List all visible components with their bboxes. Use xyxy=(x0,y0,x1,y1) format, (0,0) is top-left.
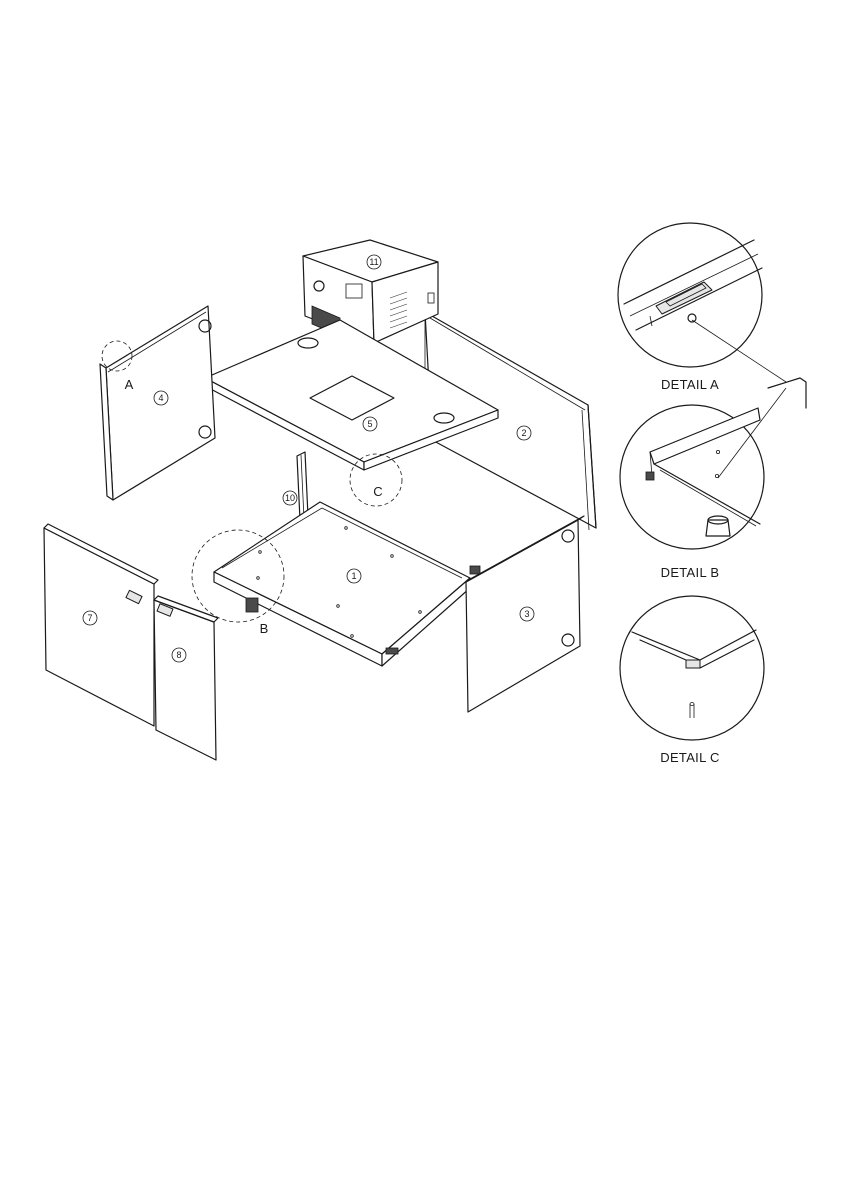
detail-c-label: DETAIL C xyxy=(660,750,719,765)
part-bubble-11: 11 xyxy=(367,255,381,269)
callout-b: B xyxy=(260,621,269,636)
part-number-7: 7 xyxy=(87,613,92,623)
part-number-1: 1 xyxy=(351,571,356,581)
part-bubble-2: 2 xyxy=(517,426,531,440)
part-number-11: 11 xyxy=(369,257,378,267)
part-number-5: 5 xyxy=(367,419,372,429)
part-bubble-7: 7 xyxy=(83,611,97,625)
detail-a-label: DETAIL A xyxy=(661,377,719,392)
door-large xyxy=(44,524,158,726)
base-frame xyxy=(214,502,480,666)
part-bubble-5: 5 xyxy=(363,417,377,431)
part-bubble-1: 1 xyxy=(347,569,361,583)
part-bubble-10: 10 xyxy=(283,491,297,505)
detail-b-view xyxy=(620,405,764,549)
part-number-4: 4 xyxy=(158,393,163,403)
part-bubble-8: 8 xyxy=(172,648,186,662)
callout-a: A xyxy=(125,377,134,392)
detail-c-view xyxy=(620,596,764,740)
part-bubble-4: 4 xyxy=(154,391,168,405)
detail-a-view xyxy=(618,223,762,367)
callout-c: C xyxy=(373,484,382,499)
part-bubble-3: 3 xyxy=(520,607,534,621)
part-number-10: 10 xyxy=(285,493,295,503)
door-small xyxy=(154,596,218,760)
part-number-2: 2 xyxy=(521,428,526,438)
hex-key xyxy=(692,320,806,478)
part-number-3: 3 xyxy=(524,609,529,619)
part-number-8: 8 xyxy=(176,650,181,660)
foot-bracket xyxy=(246,598,258,612)
detail-b-label: DETAIL B xyxy=(661,565,720,580)
